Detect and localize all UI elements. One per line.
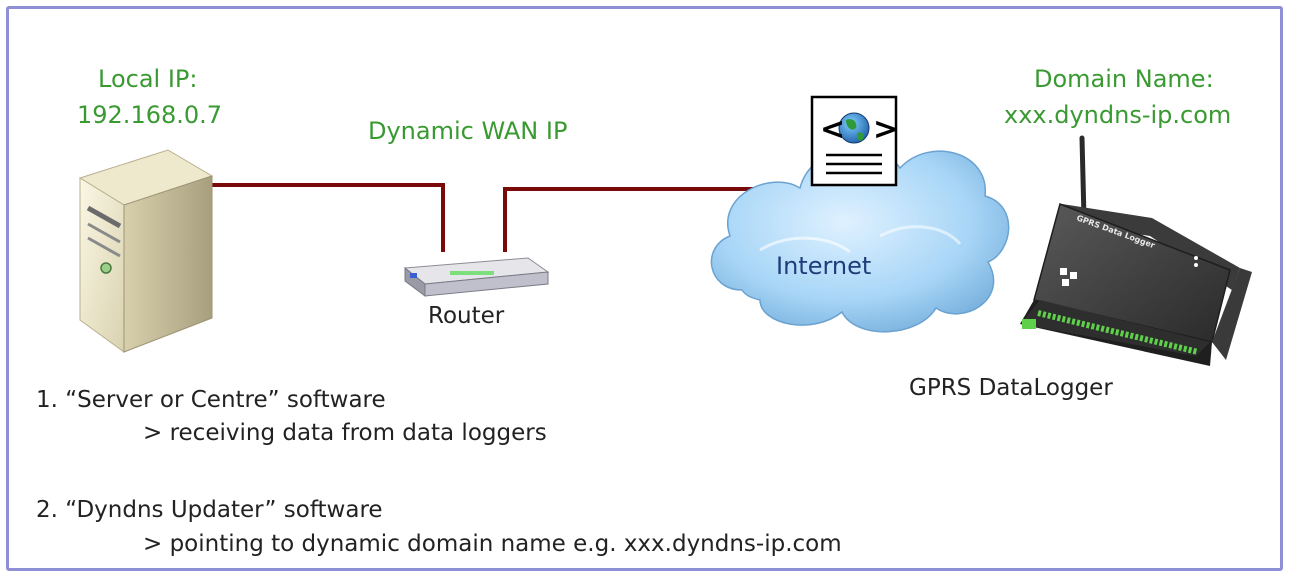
svg-text:>: > xyxy=(873,112,898,147)
note-1-detail: > receiving data from data loggers xyxy=(143,420,547,446)
router-label: Router xyxy=(428,303,505,329)
internet-label: Internet xyxy=(776,252,872,280)
note-2-heading: 2. “Dyndns Updater” software xyxy=(36,497,383,523)
domain-name-value: xxx.dyndns-ip.com xyxy=(1004,101,1232,129)
local-ip-title: Local IP: xyxy=(98,65,198,93)
svg-text:<: < xyxy=(820,112,845,147)
gprs-datalogger-device-icon: GPRS Data Logger xyxy=(1020,135,1252,366)
dynamic-wan-ip-label: Dynamic WAN IP xyxy=(368,117,568,145)
note-2-detail: > pointing to dynamic domain name e.g. x… xyxy=(143,531,842,557)
diagram-frame xyxy=(6,6,1283,571)
server-tower-icon xyxy=(78,149,214,353)
link-router-internet xyxy=(503,187,760,252)
link-server-router xyxy=(205,183,445,252)
domain-name-title: Domain Name: xyxy=(1034,65,1214,93)
router-icon xyxy=(403,257,550,297)
local-ip-value: 192.168.0.7 xyxy=(77,101,223,129)
web-page-globe-icon: < > xyxy=(810,95,898,187)
note-1-heading: 1. “Server or Centre” software xyxy=(36,387,386,413)
internet-cloud-icon xyxy=(710,148,1010,333)
gprs-datalogger-label: GPRS DataLogger xyxy=(909,375,1113,401)
